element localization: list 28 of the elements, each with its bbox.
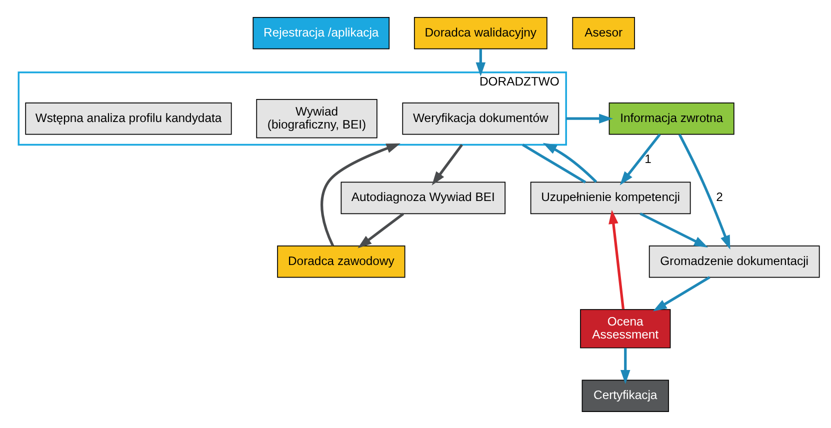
arrow: [608, 209, 625, 309]
node-box: Certyfikacja: [582, 379, 669, 412]
node-box: Doradca walidacyjny: [414, 16, 548, 49]
edge-label: 1: [644, 152, 652, 166]
node-box: Uzupełnienie kompetencji: [530, 181, 691, 214]
node-box: Doradca zawodowy: [277, 244, 406, 278]
node-box: Wstępna analiza profilu kandydata: [25, 102, 232, 134]
node-box: Gromadzenie dokumentacji: [648, 244, 820, 278]
node-box: Asesor: [572, 16, 635, 49]
arrow: [678, 133, 730, 249]
connector: [522, 143, 586, 183]
arrow: [620, 133, 661, 185]
node-box: Informacja zwrotna: [608, 102, 734, 134]
arrow: [542, 142, 598, 182]
node-box: Autodiagnoza Wywiad BEI: [340, 181, 506, 214]
arrow: [320, 142, 400, 246]
node-box: Rejestracja /aplikacja: [252, 16, 390, 49]
node-box: Wywiad (biograficzny, BEI): [256, 98, 378, 138]
node-box: Weryfikacja dokumentów: [402, 102, 560, 134]
edge-label: 2: [716, 190, 723, 204]
arrow: [432, 143, 463, 185]
arrow: [640, 212, 708, 248]
arrow: [476, 48, 486, 76]
arrow: [358, 212, 404, 248]
arrow: [652, 276, 710, 311]
arrow: [620, 348, 630, 384]
arrow: [566, 113, 614, 123]
node-box: Ocena Assessment: [580, 308, 671, 348]
